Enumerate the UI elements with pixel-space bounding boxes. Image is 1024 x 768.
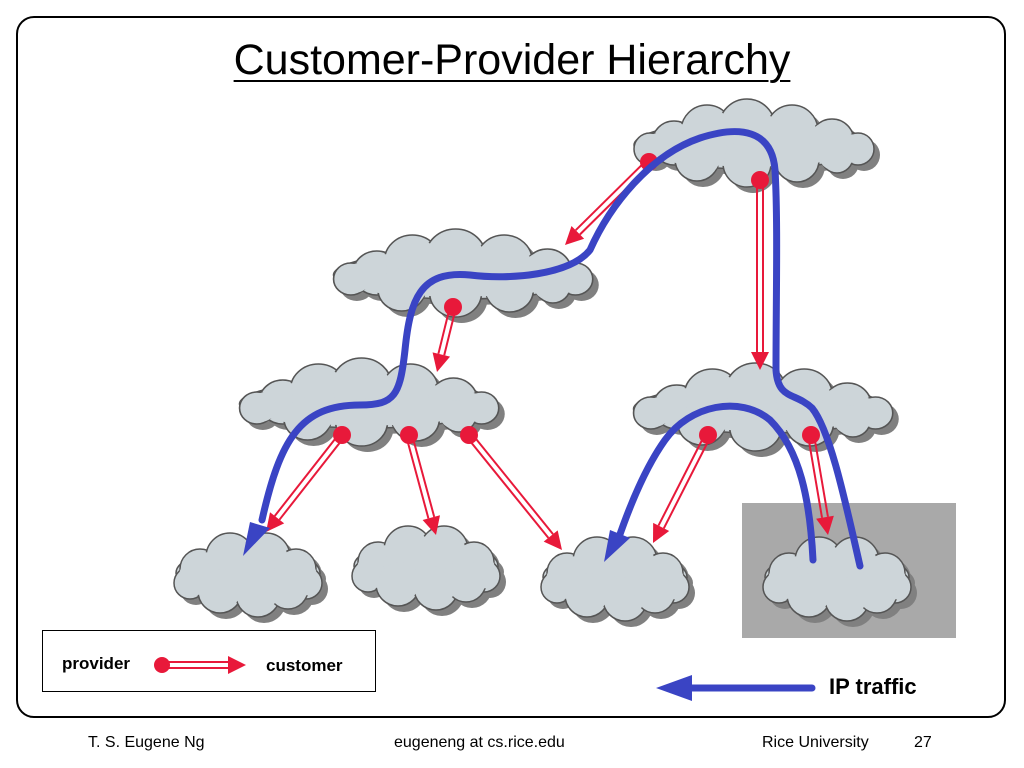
legend-ip-traffic-label: IP traffic [829,674,917,699]
legend-customer-label: customer [266,656,343,675]
relationship-arrow-8 [802,426,834,535]
relationship-arrow-4 [266,426,351,532]
relationship-arrow-7 [653,426,717,543]
ip-traffic-paths [258,128,864,692]
footer-university: Rice University [762,734,869,751]
ip-traffic-path-right [614,402,817,564]
ip-traffic-legend-arrowhead [656,675,692,701]
footer-email: eugeneng at cs.rice.edu [394,734,565,751]
legend-provider-label: provider [62,654,131,673]
relationship-arrow-2 [751,171,769,370]
provider-customer-arrows [266,153,834,550]
footer-author: T. S. Eugene Ng [88,734,205,751]
ip-traffic-arrowhead-2 [604,530,630,562]
relationship-arrow-3 [432,298,462,372]
legend-relationship-arrow [154,656,246,674]
ip-traffic-arrowhead-1 [243,522,270,556]
relationship-arrow-6 [460,426,562,550]
ip-traffic-path-main [258,128,864,570]
slide-title: Customer-Provider Hierarchy [233,36,791,84]
relationship-arrow-5 [400,426,440,535]
relationship-arrow-1 [565,153,658,245]
footer-page-number: 27 [914,734,932,751]
